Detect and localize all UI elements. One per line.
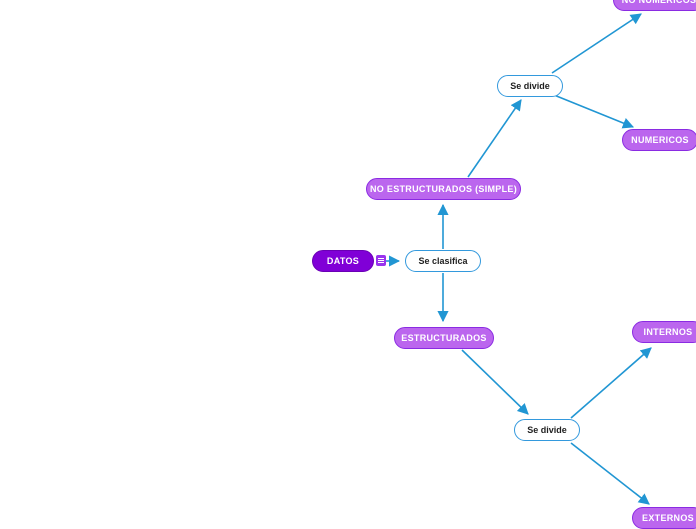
node-estructurados[interactable]: ESTRUCTURADOS xyxy=(394,327,494,349)
node-se-divide-bottom[interactable]: Se divide xyxy=(514,419,580,441)
node-numericos-label: NUMERICOS xyxy=(631,135,689,145)
node-se-clasifica-label: Se clasifica xyxy=(418,256,468,266)
node-numericos[interactable]: NUMERICOS xyxy=(622,129,696,151)
node-se-divide-top-label: Se divide xyxy=(510,81,550,91)
node-se-divide-top[interactable]: Se divide xyxy=(497,75,563,97)
edge-se-divide-top-to-no-numericos xyxy=(551,13,642,74)
edge-no-estructurados-to-se-divide-top xyxy=(467,99,522,178)
node-externos-label: EXTERNOS xyxy=(642,513,694,523)
node-datos[interactable]: DATOS xyxy=(312,250,374,272)
edge-se-divide-bottom-to-internos xyxy=(570,347,652,419)
node-estructurados-label: ESTRUCTURADOS xyxy=(401,333,487,343)
node-no-estructurados-simple-label: NO ESTRUCTURADOS (SIMPLE) xyxy=(370,184,517,194)
node-se-clasifica[interactable]: Se clasifica xyxy=(405,250,481,272)
list-icon xyxy=(376,255,386,266)
node-no-numericos[interactable]: NO NUMERICOS xyxy=(613,0,696,11)
node-datos-label: DATOS xyxy=(326,256,360,266)
node-se-divide-bottom-label: Se divide xyxy=(527,425,567,435)
node-internos-label: INTERNOS xyxy=(643,327,693,337)
edge-estructurados-to-se-divide-bottom xyxy=(461,349,529,415)
node-externos[interactable]: EXTERNOS xyxy=(632,507,696,529)
edge-se-divide-top-to-numericos xyxy=(553,94,635,129)
node-no-numericos-label: NO NUMERICOS xyxy=(621,0,696,5)
node-internos[interactable]: INTERNOS xyxy=(632,321,696,343)
node-no-estructurados-simple[interactable]: NO ESTRUCTURADOS (SIMPLE) xyxy=(366,178,521,200)
edge-se-divide-bottom-to-externos xyxy=(570,442,650,505)
